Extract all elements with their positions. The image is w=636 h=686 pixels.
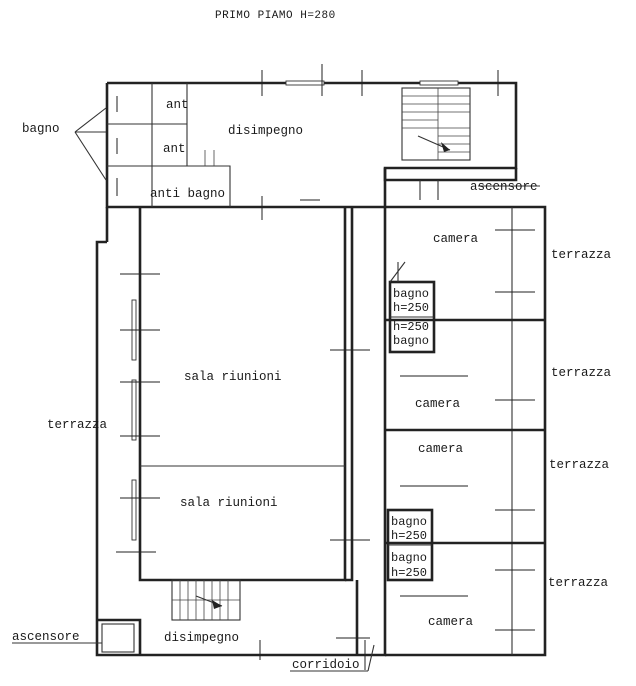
label-sala-2: sala riunioni bbox=[180, 496, 278, 510]
label-ascensore-top: ascensore bbox=[470, 180, 538, 194]
label-bath-lower-2: h=250 bbox=[391, 529, 427, 543]
label-bath-lower-1: bagno bbox=[391, 515, 427, 529]
label-ant-1: ant bbox=[166, 98, 189, 112]
label-disimpegno-top: disimpegno bbox=[228, 124, 303, 138]
label-bath-upper-1: bagno bbox=[393, 287, 429, 301]
label-camera-1: camera bbox=[433, 232, 479, 246]
bath-block-upper bbox=[388, 261, 436, 354]
label-sala-1: sala riunioni bbox=[184, 370, 282, 384]
label-camera-3: camera bbox=[418, 442, 464, 456]
label-bath-upper-3: h=250 bbox=[393, 320, 429, 334]
label-terrazza-4: terrazza bbox=[548, 576, 609, 590]
bath-cluster-top bbox=[107, 83, 231, 207]
lift-top bbox=[419, 180, 439, 200]
staircase-top bbox=[401, 87, 471, 161]
label-bagno: bagno bbox=[22, 122, 60, 136]
wall-lift-bottom bbox=[97, 618, 142, 655]
label-bath-upper-4: bagno bbox=[393, 334, 429, 348]
room-labels: bagno ant ant anti bagno disimpegno asce… bbox=[12, 98, 612, 672]
walls bbox=[95, 81, 547, 657]
wall-top-left bbox=[105, 83, 385, 209]
wall-corridor-right bbox=[357, 207, 387, 657]
lift-bottom-box bbox=[101, 623, 135, 653]
label-ant-2: ant bbox=[163, 142, 186, 156]
label-disimpegno-bottom: disimpegno bbox=[164, 631, 239, 645]
label-terrazza-1: terrazza bbox=[551, 248, 612, 262]
windows-top bbox=[285, 80, 459, 86]
label-bath-upper-2: h=250 bbox=[393, 301, 429, 315]
label-terrazza-left: terrazza bbox=[47, 418, 108, 432]
plan-title: PRIMO PIAMO H=280 bbox=[215, 10, 336, 22]
label-bath-lower-4: h=250 bbox=[391, 566, 427, 580]
wall-lift-top bbox=[383, 168, 518, 182]
dimension-ticks bbox=[116, 64, 535, 670]
label-camera-2: camera bbox=[415, 397, 461, 411]
leader-lines bbox=[12, 107, 540, 672]
bath-block-lower bbox=[386, 508, 434, 582]
label-terrazza-2: terrazza bbox=[551, 366, 612, 380]
wall-left-terrace bbox=[95, 240, 357, 657]
label-ascensore-bottom: ascensore bbox=[12, 630, 80, 644]
label-anti-bagno: anti bagno bbox=[150, 187, 225, 201]
label-camera-4: camera bbox=[428, 615, 474, 629]
wall-meeting-block bbox=[138, 207, 347, 582]
wall-corridor-left bbox=[345, 207, 354, 582]
label-bath-lower-3: bagno bbox=[391, 551, 427, 565]
label-corridoio: corridoio bbox=[292, 658, 360, 672]
staircase-bottom bbox=[171, 579, 241, 621]
label-terrazza-3: terrazza bbox=[549, 458, 610, 472]
windows-left bbox=[131, 299, 137, 541]
